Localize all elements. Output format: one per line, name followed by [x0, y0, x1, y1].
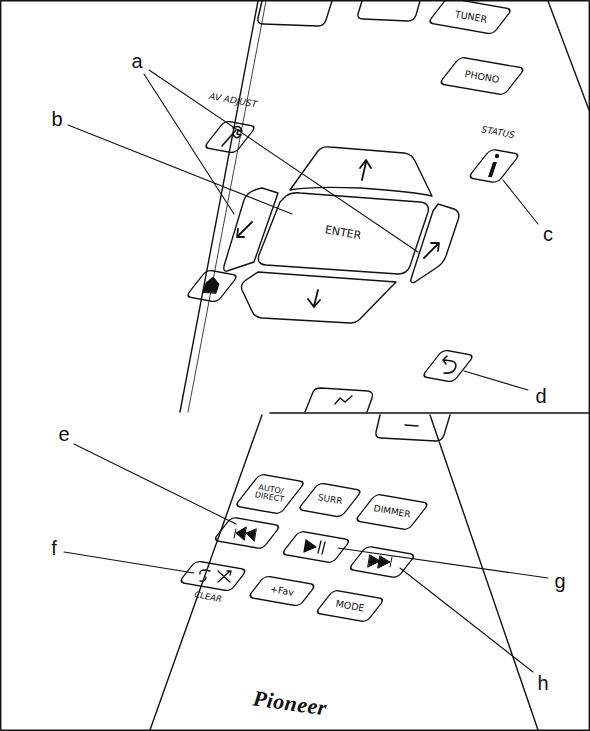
mode-button — [315, 590, 384, 622]
left-arrow-icon — [237, 222, 252, 237]
callout-letter: f — [51, 538, 57, 559]
callout-letter: c — [543, 224, 553, 245]
remote-body-top — [180, 1, 258, 412]
button-legend: PHONO — [464, 69, 500, 85]
tuner-button — [428, 0, 513, 34]
next-icon — [368, 555, 392, 568]
back-icon — [443, 356, 456, 373]
button-legend: MODE — [335, 599, 365, 614]
button-caption: STATUS — [481, 125, 516, 140]
home-button — [186, 270, 238, 302]
right-arrow-icon — [424, 243, 439, 258]
back-button — [422, 350, 474, 382]
mode-button — [315, 590, 384, 622]
enter-button — [258, 193, 428, 274]
brand-logo: Pioneer — [252, 686, 329, 719]
phono-button — [439, 57, 525, 95]
back-button — [422, 350, 474, 382]
callout-letter: h — [537, 673, 548, 694]
remote-body-bottom — [150, 415, 538, 730]
down-arrow-icon — [308, 290, 320, 307]
play-pause-icon — [304, 540, 325, 554]
home-button — [186, 270, 238, 302]
leader-lines — [503, 180, 538, 224]
wrench-icon — [222, 127, 242, 146]
previous-icon — [234, 527, 256, 541]
leader-lines — [338, 548, 548, 578]
leader-lines — [74, 444, 236, 524]
remote-body-bottom — [430, 415, 538, 730]
surr-button — [298, 483, 362, 517]
callout-letter: d — [535, 386, 546, 407]
panel-divider — [270, 412, 589, 414]
remote-body-top — [188, 1, 266, 412]
info-icon — [488, 162, 497, 177]
callout-letter: g — [554, 571, 565, 592]
callout-letter: b — [51, 109, 62, 130]
button-legend: SURR — [317, 493, 343, 507]
partial-button-bottom — [376, 415, 450, 441]
button-caption: CLEAR — [194, 590, 223, 604]
status-button — [468, 149, 520, 183]
dimmer-button — [355, 494, 429, 530]
button-legend: ENTER — [324, 224, 362, 242]
auto-direct-button — [235, 474, 305, 514]
callout-letter: e — [58, 424, 69, 445]
previous-button — [213, 517, 280, 549]
repeat-shuffle-button — [179, 561, 247, 591]
remote-body-top — [180, 1, 589, 412]
up-arrow-icon — [360, 160, 371, 180]
status-button — [468, 149, 520, 183]
leader-lines — [64, 444, 548, 672]
tuner-button — [428, 0, 513, 34]
fav-button — [248, 576, 316, 606]
play-pause-button — [281, 531, 350, 563]
leader-lines — [400, 568, 533, 672]
up-button — [290, 147, 432, 196]
play-pause-button — [281, 531, 350, 563]
partial-buttons-top — [258, 1, 332, 26]
surr-button — [298, 483, 362, 517]
info-icon — [495, 154, 499, 158]
leader-lines — [68, 125, 292, 214]
button-legend: +Fav — [269, 584, 294, 598]
home-icon — [203, 277, 219, 293]
remote-body-top — [548, 1, 589, 110]
right-button — [411, 204, 459, 283]
leader-lines — [64, 552, 194, 573]
check-icon — [335, 396, 352, 404]
partial-buttons-top — [258, 1, 420, 26]
repeat-shuffle-button — [179, 561, 247, 591]
leader-lines — [149, 70, 418, 252]
callout-letter: a — [131, 51, 142, 72]
partial-button — [305, 388, 373, 412]
left-button — [224, 188, 278, 271]
leader-lines — [68, 70, 538, 390]
auto-direct-button — [235, 474, 305, 514]
button-legend: TUNER — [454, 9, 488, 24]
leader-lines — [464, 371, 528, 390]
button-caption: AV ADJUST — [208, 92, 257, 110]
partial-icon — [405, 425, 418, 426]
fav-button — [248, 576, 316, 606]
remote-body-bottom — [150, 415, 262, 730]
repeat-shuffle-icon — [200, 570, 231, 582]
down-button — [242, 272, 397, 323]
button-legend: AUTO/ DIRECT — [251, 483, 289, 506]
button-legend: DIMMER — [373, 504, 411, 520]
dimmer-button — [355, 494, 429, 530]
previous-button — [213, 517, 280, 549]
phono-button — [439, 57, 525, 95]
partial-buttons-top — [358, 1, 420, 21]
info-icon — [488, 154, 499, 177]
